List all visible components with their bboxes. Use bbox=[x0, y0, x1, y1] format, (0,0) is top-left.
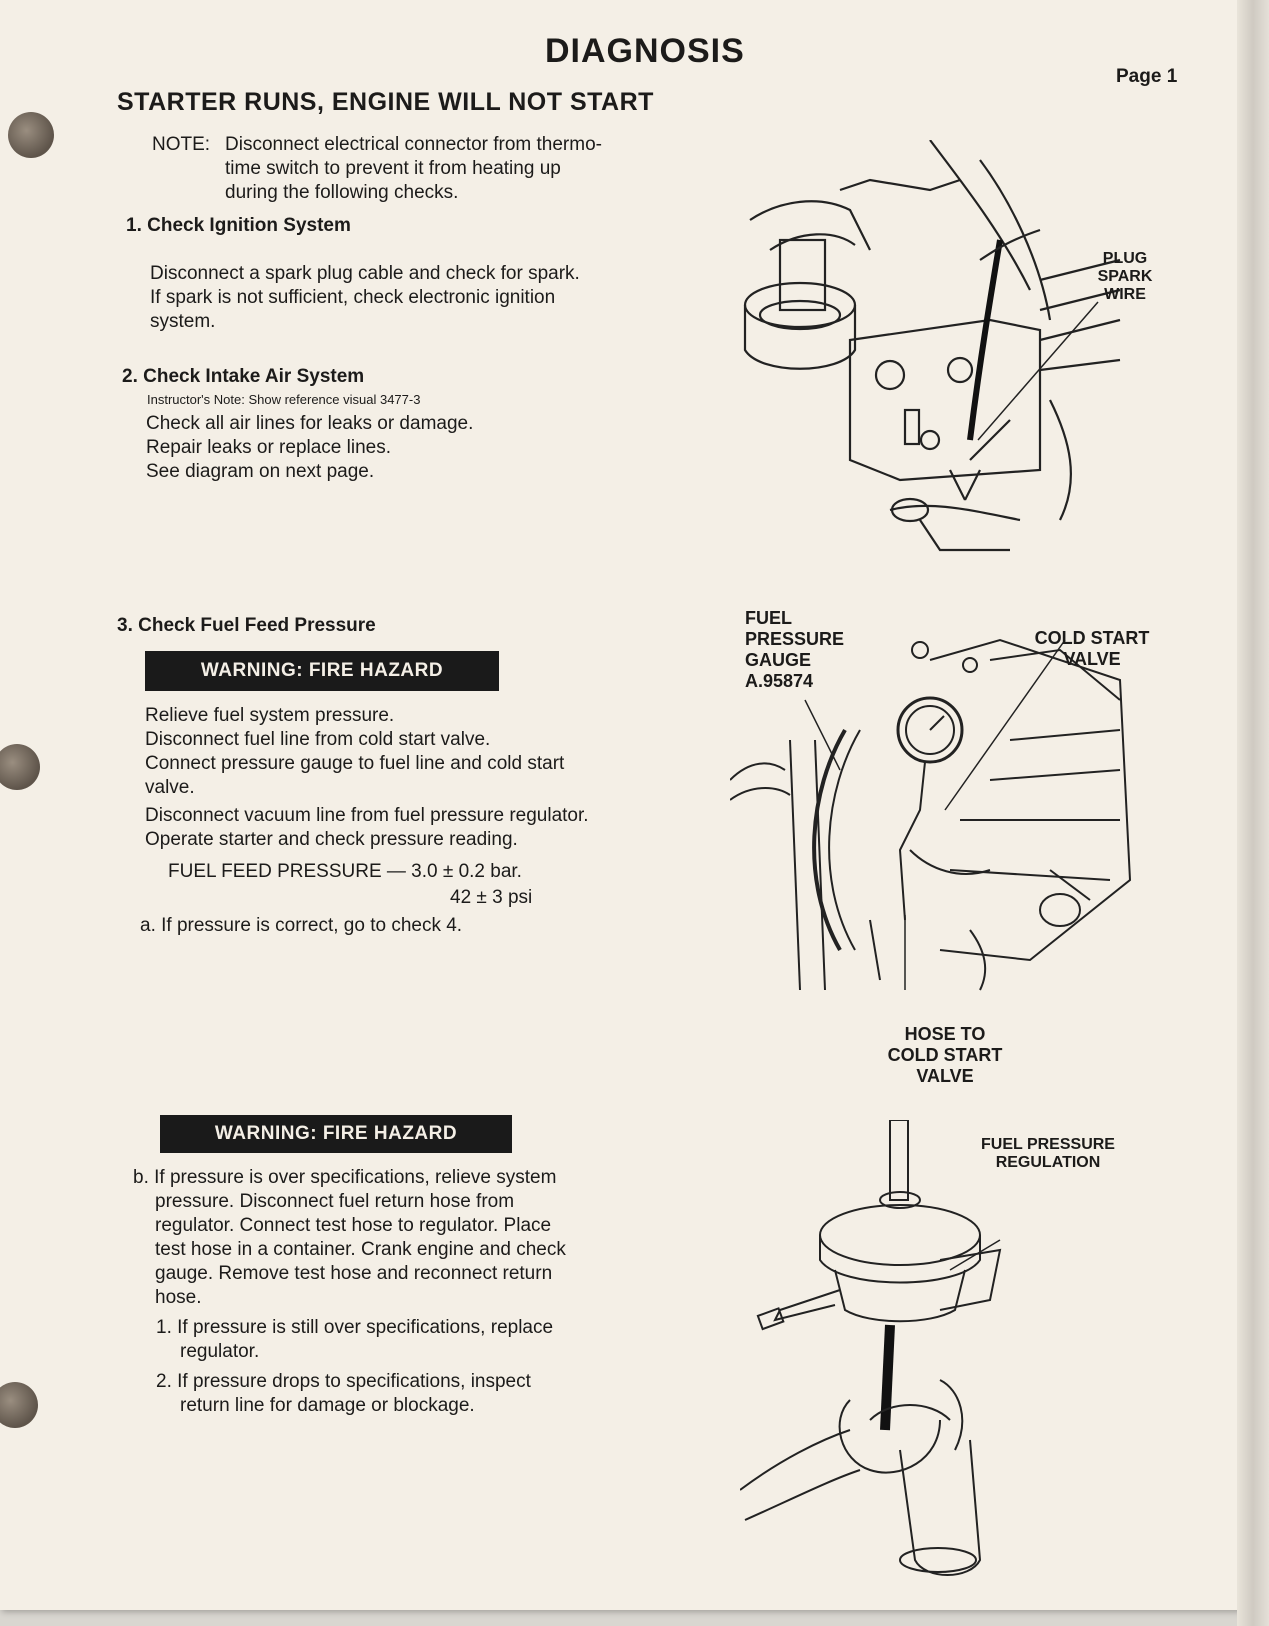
fuel-pressure-gauge-label: FUEL PRESSURE GAUGE A.95874 bbox=[745, 608, 845, 692]
step-b-line: pressure. Disconnect fuel return hose fr… bbox=[155, 1191, 515, 1212]
check-2-body: Check all air lines for leaks or damage.… bbox=[146, 412, 666, 484]
label-line: WIRE bbox=[1104, 286, 1146, 303]
step-b-sub-1-line: regulator. bbox=[180, 1341, 260, 1362]
page-edge bbox=[1237, 0, 1269, 1626]
check-3-line: Relieve fuel system pressure. bbox=[145, 705, 395, 726]
note-line: Disconnect electrical connector from the… bbox=[225, 134, 602, 155]
step-b-sub-1-line: 1. If pressure is still over specificati… bbox=[156, 1317, 554, 1338]
label-line: SPARK bbox=[1097, 268, 1153, 285]
step-b-sub-1: 1. If pressure is still over specificati… bbox=[156, 1316, 646, 1364]
label-line: FUEL bbox=[745, 608, 792, 628]
note-prefix: NOTE: bbox=[152, 134, 211, 155]
step-b-line: gauge. Remove test hose and reconnect re… bbox=[155, 1263, 553, 1284]
step-b-line: hose. bbox=[155, 1287, 202, 1308]
binder-hole-bottom bbox=[0, 1382, 38, 1428]
label-line: PRESSURE bbox=[745, 629, 845, 649]
instructor-note: Instructor's Note: Show reference visual… bbox=[147, 392, 421, 407]
step-b-sub-2: 2. If pressure drops to specifications, … bbox=[156, 1370, 646, 1418]
step-b-line: b. If pressure is over specifications, r… bbox=[133, 1167, 557, 1188]
plug-spark-wire-label: PLUG SPARK WIRE bbox=[1092, 250, 1158, 304]
cold-start-valve-label: COLD START VALVE bbox=[1027, 628, 1157, 670]
binder-hole-middle bbox=[0, 744, 40, 790]
check-3-heading: 3. Check Fuel Feed Pressure bbox=[117, 615, 376, 636]
check-2-line: See diagram on next page. bbox=[146, 461, 375, 482]
check-3-line: valve. bbox=[145, 777, 195, 798]
page-title: DIAGNOSIS bbox=[545, 32, 745, 70]
step-b-sub-2-line: return line for damage or blockage. bbox=[180, 1395, 475, 1416]
fuel-pressure-regulator-illustration bbox=[740, 1120, 1002, 1576]
label-line: COLD START bbox=[887, 1045, 1003, 1065]
check-3-line: Connect pressure gauge to fuel line and … bbox=[145, 753, 565, 774]
step-b-line: regulator. Connect test hose to regulato… bbox=[155, 1215, 552, 1236]
fire-hazard-warning-2: WARNING: FIRE HAZARD bbox=[160, 1115, 512, 1153]
label-line: PLUG bbox=[1102, 250, 1148, 267]
label-line: GAUGE bbox=[745, 650, 812, 670]
note-line: time switch to prevent it from heating u… bbox=[225, 158, 561, 179]
check-1-line: system. bbox=[150, 311, 216, 332]
label-line: VALVE bbox=[1063, 649, 1121, 669]
label-line: FUEL PRESSURE bbox=[981, 1136, 1115, 1153]
step-b-sub-2-line: 2. If pressure drops to specifications, … bbox=[156, 1371, 531, 1392]
page-number: Page 1 bbox=[1116, 66, 1178, 87]
manual-page bbox=[0, 0, 1240, 1610]
label-line: VALVE bbox=[916, 1066, 974, 1086]
hose-to-cold-start-valve-label: HOSE TO COLD START VALVE bbox=[880, 1024, 1010, 1087]
check-3-line: Disconnect vacuum line from fuel pressur… bbox=[145, 805, 589, 826]
check-1-line: Disconnect a spark plug cable and check … bbox=[150, 263, 580, 284]
note-text: Disconnect electrical connector from the… bbox=[225, 133, 665, 205]
section-heading: STARTER RUNS, ENGINE WILL NOT START bbox=[117, 88, 654, 116]
spark-plug-illustration bbox=[743, 140, 1121, 552]
check-2-line: Check all air lines for leaks or damage. bbox=[146, 413, 474, 434]
check-1-line: If spark is not sufficient, check electr… bbox=[150, 287, 556, 308]
label-line: REGULATION bbox=[995, 1154, 1101, 1171]
fuel-pressure-regulation-label: FUEL PRESSURE REGULATION bbox=[963, 1136, 1133, 1172]
check-3-line: Disconnect fuel line from cold start val… bbox=[145, 729, 491, 750]
fuel-feed-pressure-psi: 42 ± 3 psi bbox=[450, 887, 533, 908]
check-3-line: Operate starter and check pressure readi… bbox=[145, 829, 518, 850]
fuel-feed-pressure-spec: FUEL FEED PRESSURE — 3.0 ± 0.2 bar. bbox=[168, 861, 522, 882]
check-1-heading: 1. Check Ignition System bbox=[126, 215, 351, 236]
step-a: a. If pressure is correct, go to check 4… bbox=[140, 915, 463, 936]
check-2-line: Repair leaks or replace lines. bbox=[146, 437, 392, 458]
label-line: COLD START bbox=[1034, 628, 1150, 648]
step-b-line: test hose in a container. Crank engine a… bbox=[155, 1239, 566, 1260]
check-3-body: Relieve fuel system pressure. Disconnect… bbox=[145, 704, 665, 852]
label-line: A.95874 bbox=[745, 671, 814, 691]
label-line: HOSE TO bbox=[904, 1024, 986, 1044]
check-1-body: Disconnect a spark plug cable and check … bbox=[150, 262, 670, 334]
check-2-heading: 2. Check Intake Air System bbox=[122, 366, 365, 387]
binder-hole-top bbox=[8, 112, 54, 158]
step-b: b. If pressure is over specifications, r… bbox=[133, 1166, 648, 1310]
note-line: during the following checks. bbox=[225, 182, 459, 203]
fire-hazard-warning-1: WARNING: FIRE HAZARD bbox=[145, 651, 499, 691]
fuel-pressure-gauge-illustration bbox=[730, 638, 1132, 991]
